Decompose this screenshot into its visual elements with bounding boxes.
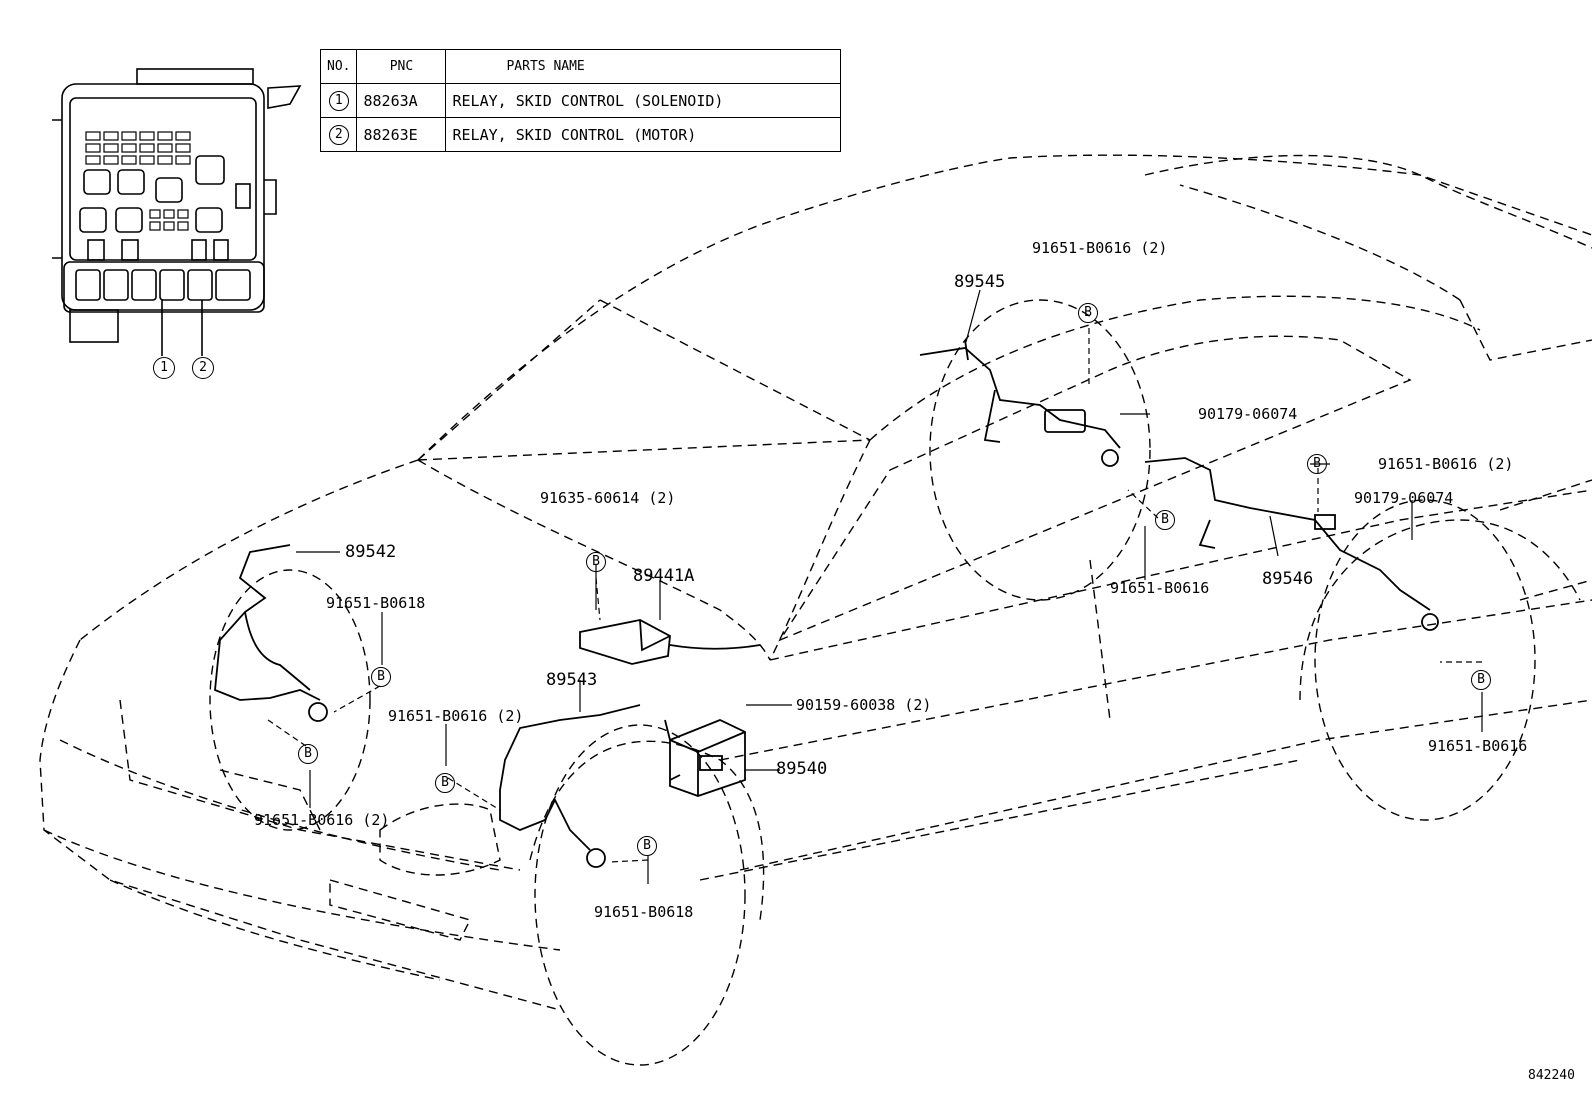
label-91651-b0616-rr: 91651-B0616 — [1428, 737, 1528, 755]
vehicle-outline — [39, 154, 1592, 1066]
relay-callout-1: 1 — [153, 357, 175, 379]
label-91651-b0616-2-fl: 91651-B0616 (2) — [254, 811, 390, 829]
bolt-marker-b: B — [1078, 303, 1098, 323]
bolt-marker-b: B — [371, 667, 391, 687]
label-91651-b0616-2-right: 91651-B0616 (2) — [1378, 455, 1514, 473]
leader-lines — [296, 289, 1483, 884]
bolt-marker-b: B — [298, 744, 318, 764]
label-89441a: 89441A — [633, 566, 695, 586]
row-pnc-cell: 88263E — [356, 117, 447, 152]
relay-callout-2: 2 — [192, 357, 214, 379]
table-row: 1 88263A RELAY, SKID CONTROL (SOLENOID) — [319, 83, 842, 118]
bolt-marker-b: B — [1307, 454, 1327, 474]
junction-box-drawing — [52, 68, 302, 356]
diagram-id: 842240 — [1528, 1068, 1575, 1083]
label-90179-06074-b: 90179-06074 — [1354, 489, 1454, 507]
bolt-marker-b: B — [586, 552, 606, 572]
bolt-marker-b: B — [1471, 670, 1491, 690]
row-no-cell: 1 — [319, 83, 358, 118]
parts-table: NO. PNC PARTS NAME 1 88263A RELAY, SKID … — [319, 49, 842, 152]
label-91635-60614-2: 91635-60614 (2) — [540, 489, 676, 507]
label-90159-60038-2: 90159-60038 (2) — [796, 696, 932, 714]
label-91651-b0618-fl: 91651-B0618 — [326, 594, 426, 612]
label-91651-b0616-2-ctr: 91651-B0616 (2) — [388, 707, 524, 725]
header-no: NO. — [319, 49, 358, 84]
row-number-circle: 1 — [328, 91, 349, 111]
bolt-marker-b: B — [435, 773, 455, 793]
label-89540: 89540 — [776, 759, 828, 779]
row-name-cell: RELAY, SKID CONTROL (MOTOR) — [445, 117, 842, 152]
bolt-marker-b: B — [637, 836, 657, 856]
label-89542: 89542 — [345, 542, 397, 562]
header-parts-name: PARTS NAME — [445, 49, 842, 84]
bolt-marker-b: B — [1155, 510, 1175, 530]
label-89546: 89546 — [1262, 569, 1314, 589]
table-row: 2 88263E RELAY, SKID CONTROL (MOTOR) — [319, 117, 842, 152]
row-no-cell: 2 — [319, 117, 358, 152]
row-pnc-cell: 88263A — [356, 83, 447, 118]
row-name-cell: RELAY, SKID CONTROL (SOLENOID) — [445, 83, 842, 118]
abs-sensor-harnesses — [214, 339, 1439, 868]
dashed-leaders — [267, 328, 1482, 863]
label-91651-b0616-mid: 91651-B0616 — [1110, 579, 1210, 597]
header-pnc: PNC — [356, 49, 447, 84]
parts-table-header: NO. PNC PARTS NAME — [319, 49, 842, 84]
label-91651-b0616-2-top: 91651-B0616 (2) — [1032, 239, 1168, 257]
label-91651-b0618-fr: 91651-B0618 — [594, 903, 694, 921]
row-number-circle: 2 — [328, 125, 349, 145]
label-90179-06074-a: 90179-06074 — [1198, 405, 1298, 423]
label-89543: 89543 — [546, 670, 598, 690]
label-89545: 89545 — [954, 272, 1006, 292]
